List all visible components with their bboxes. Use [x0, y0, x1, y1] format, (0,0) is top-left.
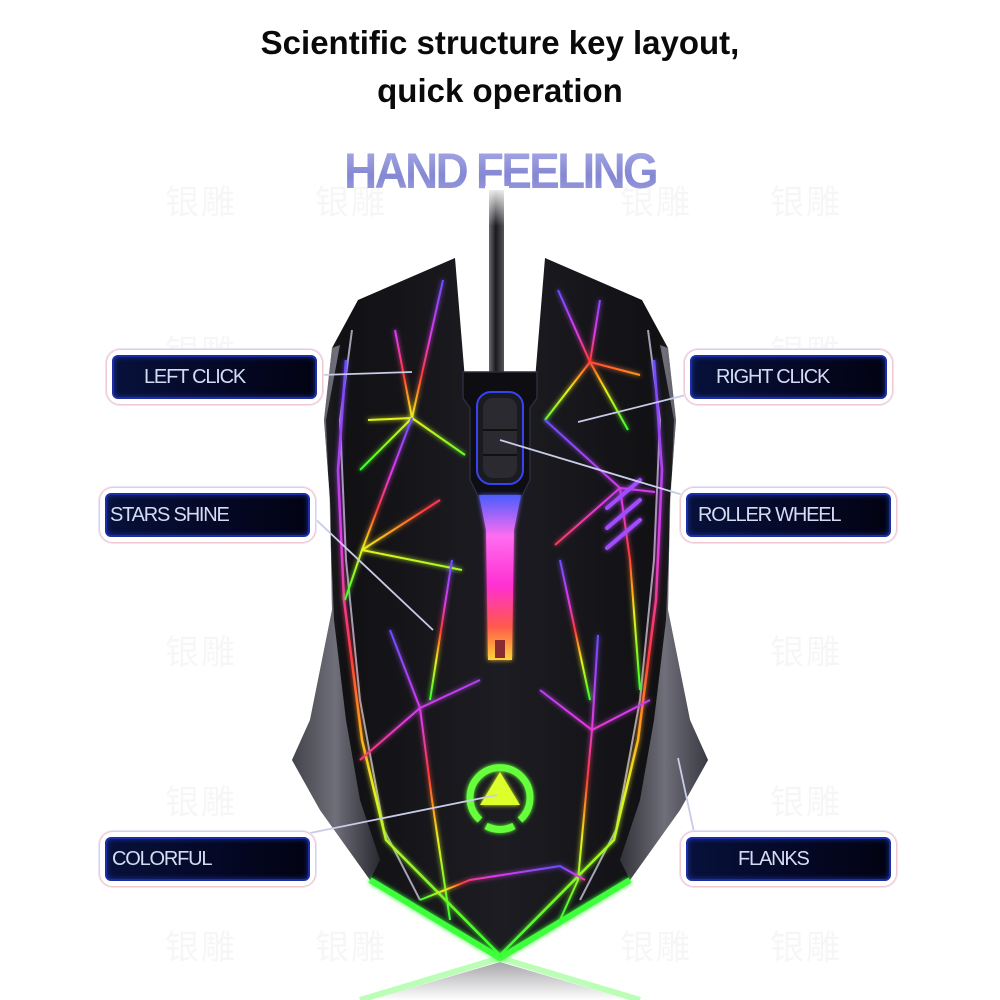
cable: [485, 186, 509, 380]
callout-flanks: FLANKS: [686, 837, 891, 881]
headline-line-2: quick operation: [377, 72, 623, 109]
scroll-wheel: [462, 371, 538, 501]
side-grip-slits: [605, 478, 642, 550]
callout-right-click: RIGHT CLICK: [690, 355, 887, 399]
callout-colorful: COLORFUL: [105, 837, 310, 881]
callout-flanks-text: FLANKS: [686, 837, 891, 881]
headline-line-1: Scientific structure key layout,: [260, 24, 740, 61]
callout-stars-shine-text: STARS SHINE: [105, 493, 310, 537]
callout-colorful-text: COLORFUL: [105, 837, 310, 881]
center-light-strip: [479, 495, 521, 660]
callout-connectors: [309, 371, 695, 834]
callout-roller-wheel-text: ROLLER WHEEL: [686, 493, 891, 537]
callout-left-click-text: LEFT CLICK: [112, 355, 317, 399]
callout-stars-shine: STARS SHINE: [105, 493, 310, 537]
mouse-reflection: [359, 954, 641, 1000]
callout-roller-wheel: ROLLER WHEEL: [686, 493, 891, 537]
callout-right-click-text: RIGHT CLICK: [690, 355, 887, 399]
callout-left-click: LEFT CLICK: [112, 355, 317, 399]
